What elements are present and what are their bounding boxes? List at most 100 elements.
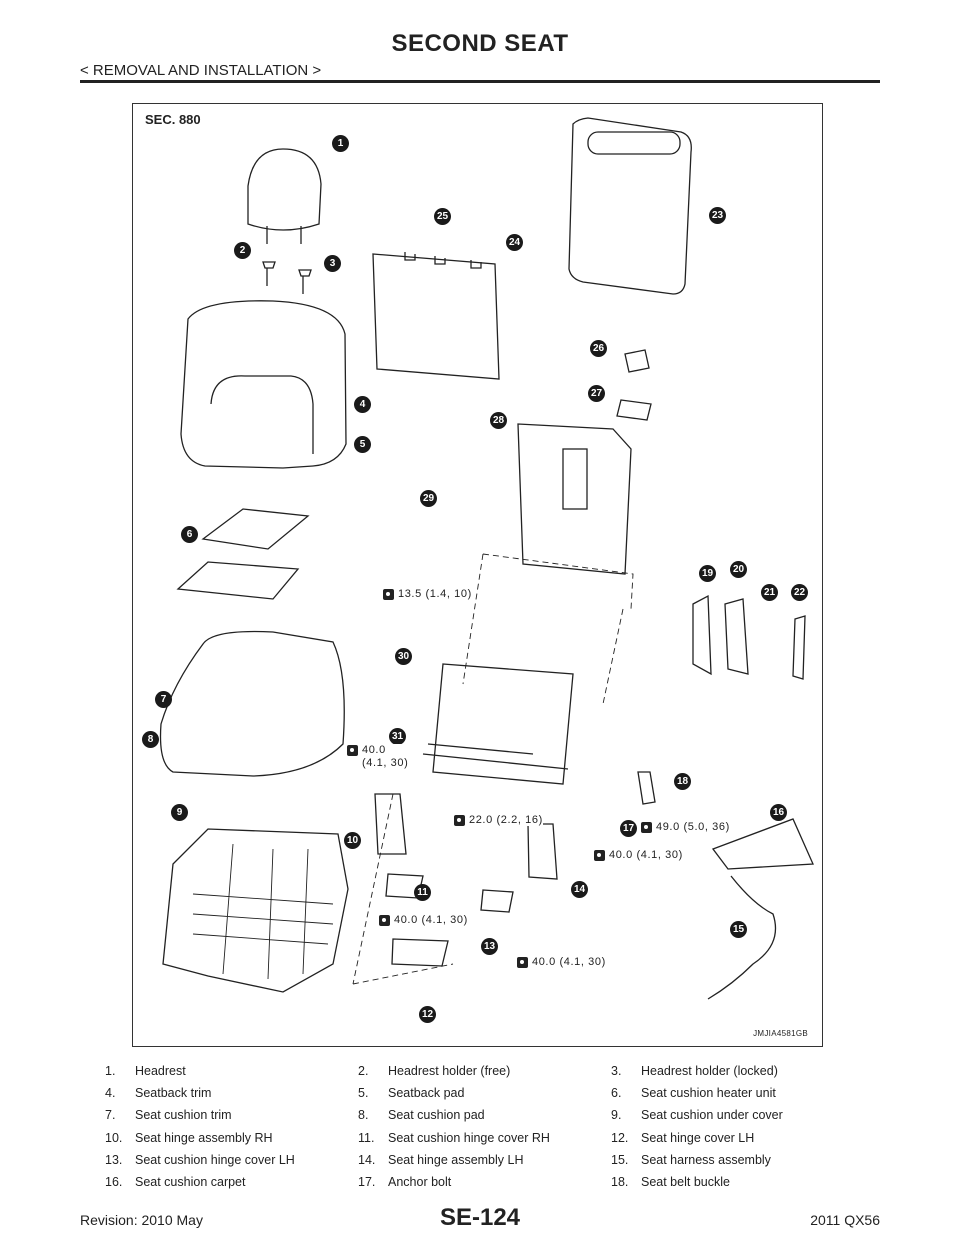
legend-number: 13. (105, 1152, 123, 1167)
callout-6: 6 (181, 526, 198, 543)
torque-spec: 40.0 (4.1, 30) (594, 849, 683, 861)
legend-label: Seat cushion trim (135, 1108, 232, 1123)
legend-number: 18. (611, 1175, 629, 1190)
headrest-part (247, 148, 322, 231)
headrest-holder-free (262, 261, 276, 286)
torque-value: 49.0 (5.0, 36) (656, 821, 730, 833)
legend-number: 1. (105, 1064, 116, 1079)
legend-number: 6. (611, 1086, 622, 1101)
torque-value: 40.0 (4.1, 30) (394, 914, 468, 926)
legend-label: Seat cushion pad (388, 1108, 485, 1123)
torque-value: 40.0 (4.1, 30) (532, 956, 606, 968)
callout-5: 5 (354, 436, 371, 453)
legend-label: Seat hinge assembly RH (135, 1130, 273, 1145)
breadcrumb: < REMOVAL AND INSTALLATION > (80, 62, 322, 79)
header-divider (80, 80, 880, 83)
seat-cushion-heater (176, 508, 310, 600)
callout-17: 17 (620, 820, 637, 837)
torque-value: 13.5 (1.4, 10) (398, 588, 472, 600)
legend-label: Headrest (135, 1064, 186, 1079)
seatback-board (568, 117, 692, 295)
legend-row: 4.Seatback trim 5.Seatback pad 6.Seat cu… (105, 1082, 885, 1104)
callout-13: 13 (481, 938, 498, 955)
torque-value: 22.0 (2.2, 16) (469, 814, 543, 826)
callout-19: 19 (699, 565, 716, 582)
legend-label: Seat cushion hinge cover RH (388, 1130, 550, 1145)
legend-row: 10. Seat hinge assembly RH 11. Seat cushio… (105, 1127, 885, 1149)
legend-label: Seatback pad (388, 1086, 465, 1101)
torque-spec: 49.0 (5.0, 36) (641, 821, 730, 833)
torque-spec: 13.5 (1.4, 10) (383, 588, 472, 600)
callout-11: 11 (414, 884, 431, 901)
legend-number: 17. (358, 1175, 376, 1190)
page-number: SE-124 (439, 1204, 521, 1231)
callout-28: 28 (490, 412, 507, 429)
legend-number: 3. (611, 1064, 622, 1079)
seat-belt-buckle (637, 771, 656, 805)
torque-wrench-icon (379, 914, 390, 926)
torque-wrench-icon (594, 849, 605, 861)
hinge-cover-lh-13 (480, 889, 514, 913)
legend-label: Seat belt buckle (641, 1175, 730, 1190)
torque-spec: 40.0 (4.1, 30) (379, 914, 468, 926)
legend-number: 14. (358, 1152, 376, 1167)
seat-hinge-lh (527, 823, 558, 880)
torque-value-units: (4.1, 30) (362, 757, 409, 769)
torque-spec: 40.0 (4.1, 30) (517, 956, 606, 968)
callout-25: 25 (434, 208, 451, 225)
revision-label: Revision: 2010 May (80, 1212, 203, 1228)
legend-label: Seat cushion under cover (641, 1108, 783, 1123)
legend-label: Anchor bolt (388, 1175, 452, 1190)
torque-wrench-icon (383, 588, 394, 600)
legend-label: Headrest holder (free) (388, 1064, 511, 1079)
callout-20: 20 (730, 561, 747, 578)
callout-1: 1 (332, 135, 349, 152)
exploded-view-figure: SEC. 880 1 2 3 4 5 6 7 8 9 10 11 12 13 1… (132, 103, 823, 1047)
legend-label: Headrest holder (locked) (641, 1064, 778, 1079)
hinge-cover-lh-12 (391, 938, 449, 967)
torque-spec: 40.0 (4.1, 30) (347, 744, 409, 769)
legend-label: Seat hinge assembly LH (388, 1152, 524, 1167)
legend-row: 1. Headrest 2. Headrest holder (free) 3. He… (105, 1060, 885, 1082)
legend-number: 16. (105, 1175, 123, 1190)
legend-number: 5. (358, 1086, 369, 1101)
torque-spec: 22.0 (2.2, 16) (454, 814, 543, 826)
callout-2: 2 (234, 242, 251, 259)
legend-number: 10. (105, 1130, 123, 1145)
callout-18: 18 (674, 773, 691, 790)
seatback-frame (517, 423, 632, 575)
exploded-view-drawing (159, 117, 814, 1000)
callout-30: 30 (395, 648, 412, 665)
callout-14: 14 (571, 881, 588, 898)
seat-hinge-rh (374, 793, 407, 855)
seat-cushion-under-cover (162, 828, 349, 993)
callout-22: 22 (791, 584, 808, 601)
legend-number: 8. (358, 1108, 369, 1123)
torque-wrench-icon (347, 744, 358, 756)
seat-cushion-carpet (711, 818, 814, 870)
callout-31: 31 (389, 728, 406, 745)
callout-21: 21 (761, 584, 778, 601)
legend-number: 15. (611, 1152, 629, 1167)
callout-15: 15 (730, 921, 747, 938)
legend-row: 7.Seat cushion trim 8.Seat cushion pad 9… (105, 1104, 885, 1126)
callout-9: 9 (171, 804, 188, 821)
legend-number: 11. (358, 1130, 375, 1145)
torque-wrench-icon (641, 821, 652, 833)
figure-code: JMJIA4581GB (753, 1029, 808, 1038)
callout-23: 23 (709, 207, 726, 224)
legend-number: 2. (358, 1064, 369, 1079)
model-label: 2011 QX56 (810, 1212, 880, 1228)
legend-label: Seat cushion hinge cover LH (135, 1152, 295, 1167)
legend-number: 4. (105, 1086, 116, 1101)
callout-29: 29 (420, 490, 437, 507)
section-label: SEC. 880 (145, 112, 201, 127)
callout-26: 26 (590, 340, 607, 357)
callout-10: 10 (344, 832, 361, 849)
callout-16: 16 (770, 804, 787, 821)
legend-label: Seat harness assembly (641, 1152, 771, 1167)
callout-3: 3 (324, 255, 341, 272)
seatback-trim (180, 300, 347, 469)
torque-wrench-icon (517, 956, 528, 968)
callout-8: 8 (142, 731, 159, 748)
